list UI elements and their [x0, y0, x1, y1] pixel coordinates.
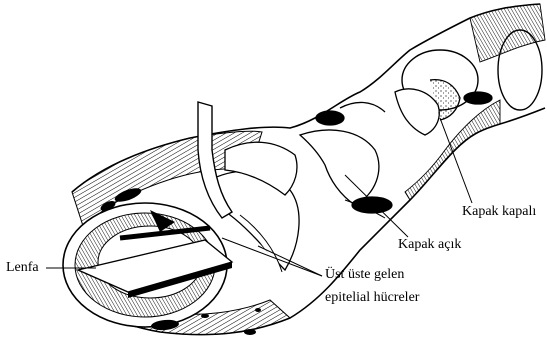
label-epitelial-hucreler: epitelial hücreler — [325, 290, 419, 306]
label-lenfa: Lenfa — [6, 260, 39, 276]
open-valve — [300, 102, 392, 218]
label-kapak-acik: Kapak açık — [398, 237, 461, 253]
label-kapak-kapali: Kapak kapalı — [462, 204, 536, 220]
label-ust-uste-gelen: Üst üste gelen — [325, 267, 404, 283]
